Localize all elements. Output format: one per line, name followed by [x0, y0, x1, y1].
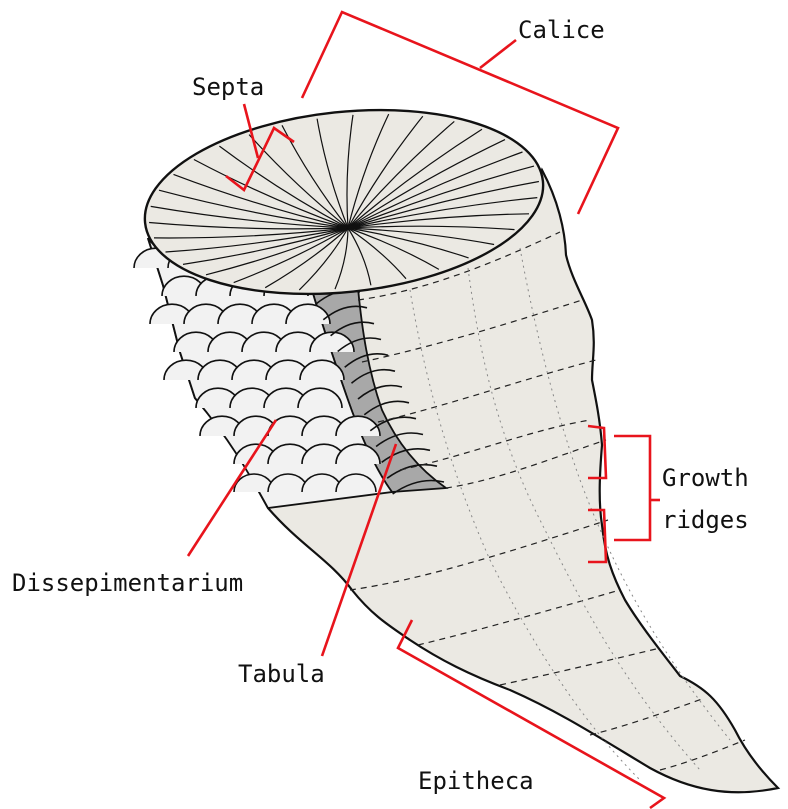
label-growth-ridges-line2: ridges — [662, 506, 749, 534]
label-epitheca: Epitheca — [418, 767, 534, 795]
label-dissepimentarium: Dissepimentarium — [12, 569, 243, 597]
label-growth-ridges-line1: Growth — [662, 464, 749, 492]
label-tabula: Tabula — [238, 660, 325, 688]
label-septa: Septa — [192, 73, 264, 101]
growth-bracket-right — [614, 436, 650, 540]
label-calice: Calice — [518, 16, 605, 44]
